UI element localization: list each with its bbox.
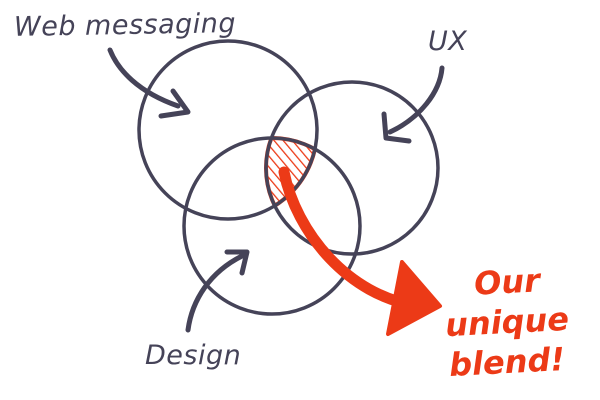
design-circle	[182, 136, 362, 316]
web-messaging-arrow	[107, 47, 191, 119]
unique-blend-callout: Our unique blend!	[432, 261, 582, 384]
ux-label: UX	[428, 26, 468, 57]
web-messaging-label: Web messaging	[13, 8, 237, 43]
design-label: Design	[145, 340, 242, 371]
ux-arrow	[381, 65, 445, 144]
ux-circle	[264, 80, 440, 256]
design-arrow	[185, 249, 250, 333]
web-messaging-circle	[137, 39, 319, 221]
callout-line-3: blend!	[448, 339, 566, 385]
blend-arrow	[278, 166, 442, 336]
